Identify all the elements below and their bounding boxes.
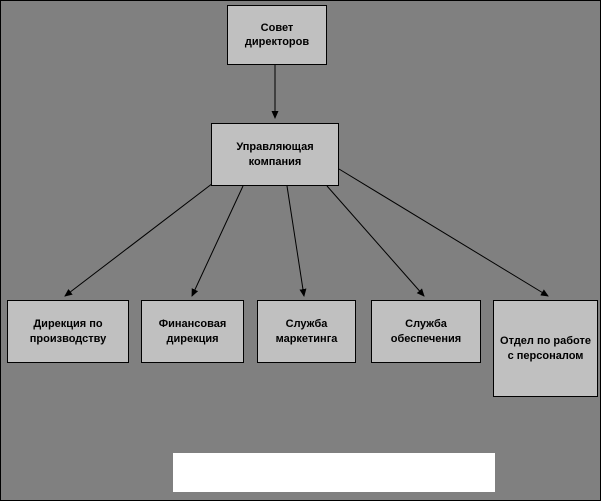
node-production-label: Дирекция по производству — [29, 318, 107, 345]
footer-white-box — [173, 453, 495, 492]
node-management-company: Управляющая компания — [211, 123, 339, 186]
arrow-management-to-finance — [191, 185, 244, 297]
node-supply-label: Служба обеспечения — [390, 318, 462, 345]
node-production-directorate: Дирекция по производству — [7, 300, 129, 363]
node-finance-label: Финансовая дирекция — [158, 318, 227, 345]
node-management-label: Управляющая компания — [236, 141, 314, 168]
node-hr-department: Отдел по работе с персоналом — [493, 300, 598, 397]
arrow-management-to-marketing — [286, 185, 307, 297]
node-marketing-label: Служба маркетинга — [275, 318, 338, 345]
arrow-management-to-production — [64, 179, 218, 297]
arrow-management-to-supply — [326, 185, 425, 297]
node-supply-service: Служба обеспечения — [371, 300, 481, 363]
node-marketing-service: Служба маркетинга — [257, 300, 356, 363]
node-board-label: Совет директоров — [244, 21, 310, 48]
arrow-management-to-hr — [338, 168, 549, 297]
node-hr-label: Отдел по работе с персоналом — [500, 335, 591, 362]
node-board-of-directors: Совет директоров — [227, 5, 327, 65]
node-financial-directorate: Финансовая дирекция — [141, 300, 244, 363]
